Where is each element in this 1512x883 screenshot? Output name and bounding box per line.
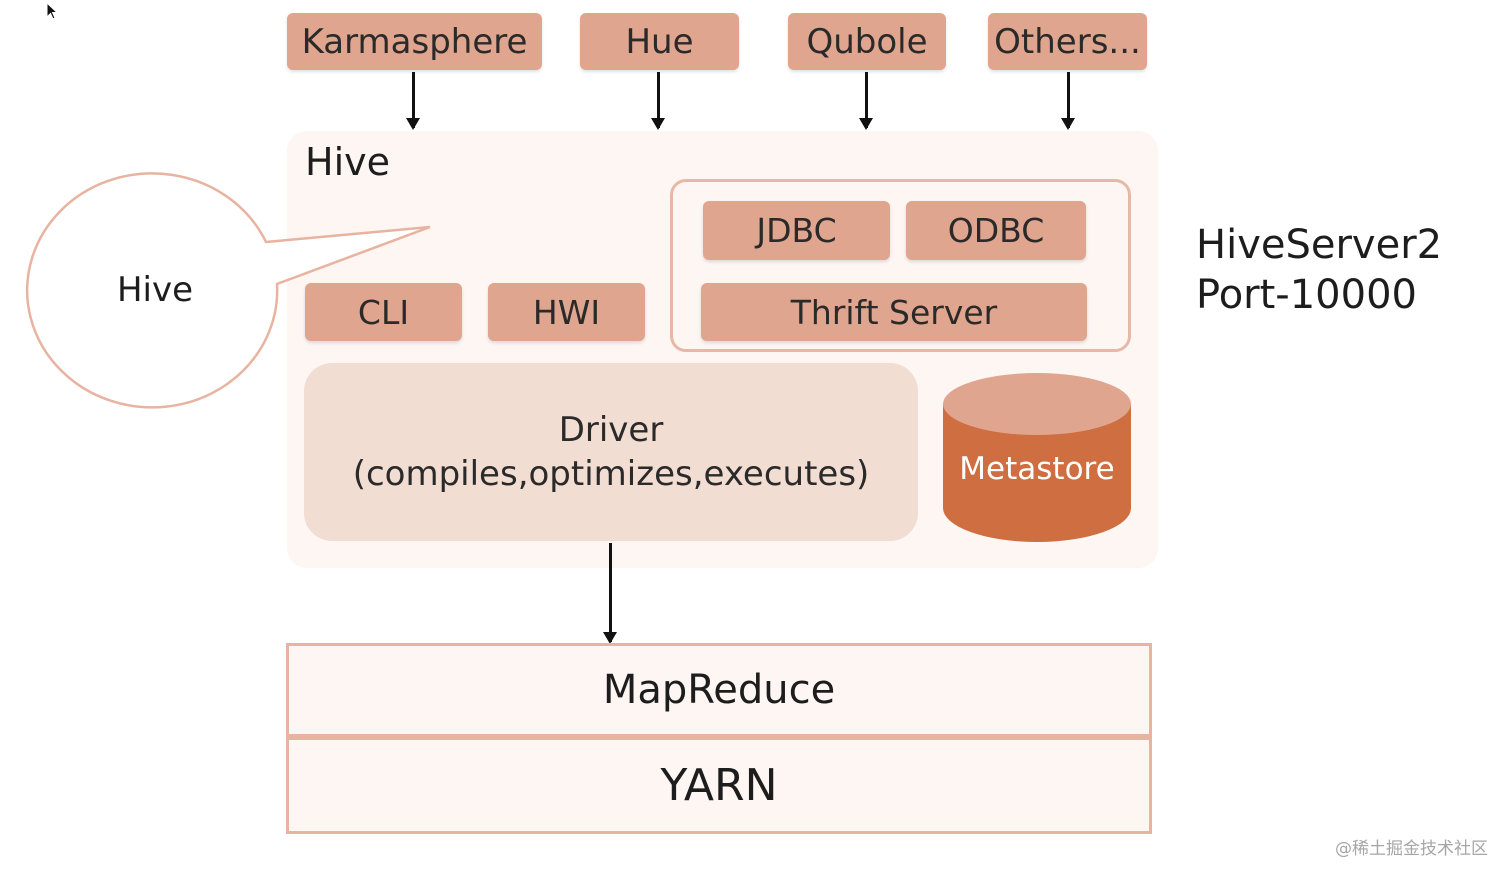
cli-box: CLI [305,283,462,341]
mouse-cursor-icon [46,2,59,20]
yarn-layer: YARN [286,737,1152,834]
watermark: @稀土掘金技术社区 [1335,839,1488,859]
driver-box: Driver (compiles,optimizes,executes) [304,363,918,541]
hiveserver2-port: Port-10000 [1196,272,1417,318]
jdbc-box: JDBC [703,201,890,260]
odbc-box: ODBC [906,201,1086,260]
driver-subtitle: (compiles,optimizes,executes) [352,454,870,494]
arrow-karmasphere [406,72,420,130]
hiveserver2-label: HiveServer2 Port-10000 [1196,220,1442,320]
client-hue: Hue [580,13,739,70]
mapreduce-layer: MapReduce [286,643,1152,737]
driver-title: Driver [558,410,664,450]
arrow-others [1061,72,1075,130]
hiveserver2-frame [670,179,1131,352]
metastore-cylinder [943,373,1131,542]
client-qubole: Qubole [788,13,946,70]
client-others: Others... [988,13,1147,70]
thrift-server-box: Thrift Server [701,283,1087,341]
hive-speech-bubble [25,172,431,409]
arrow-driver-to-mapreduce [603,543,617,644]
hwi-box: HWI [488,283,645,341]
client-karmasphere: Karmasphere [287,13,542,70]
hive-panel-title: Hive [305,140,390,184]
hiveserver2-name: HiveServer2 [1196,222,1443,268]
arrow-qubole [859,72,873,130]
arrow-hue [651,72,665,130]
metastore-label: Metastore [959,451,1115,487]
speech-bubble-label: Hive [116,270,194,310]
